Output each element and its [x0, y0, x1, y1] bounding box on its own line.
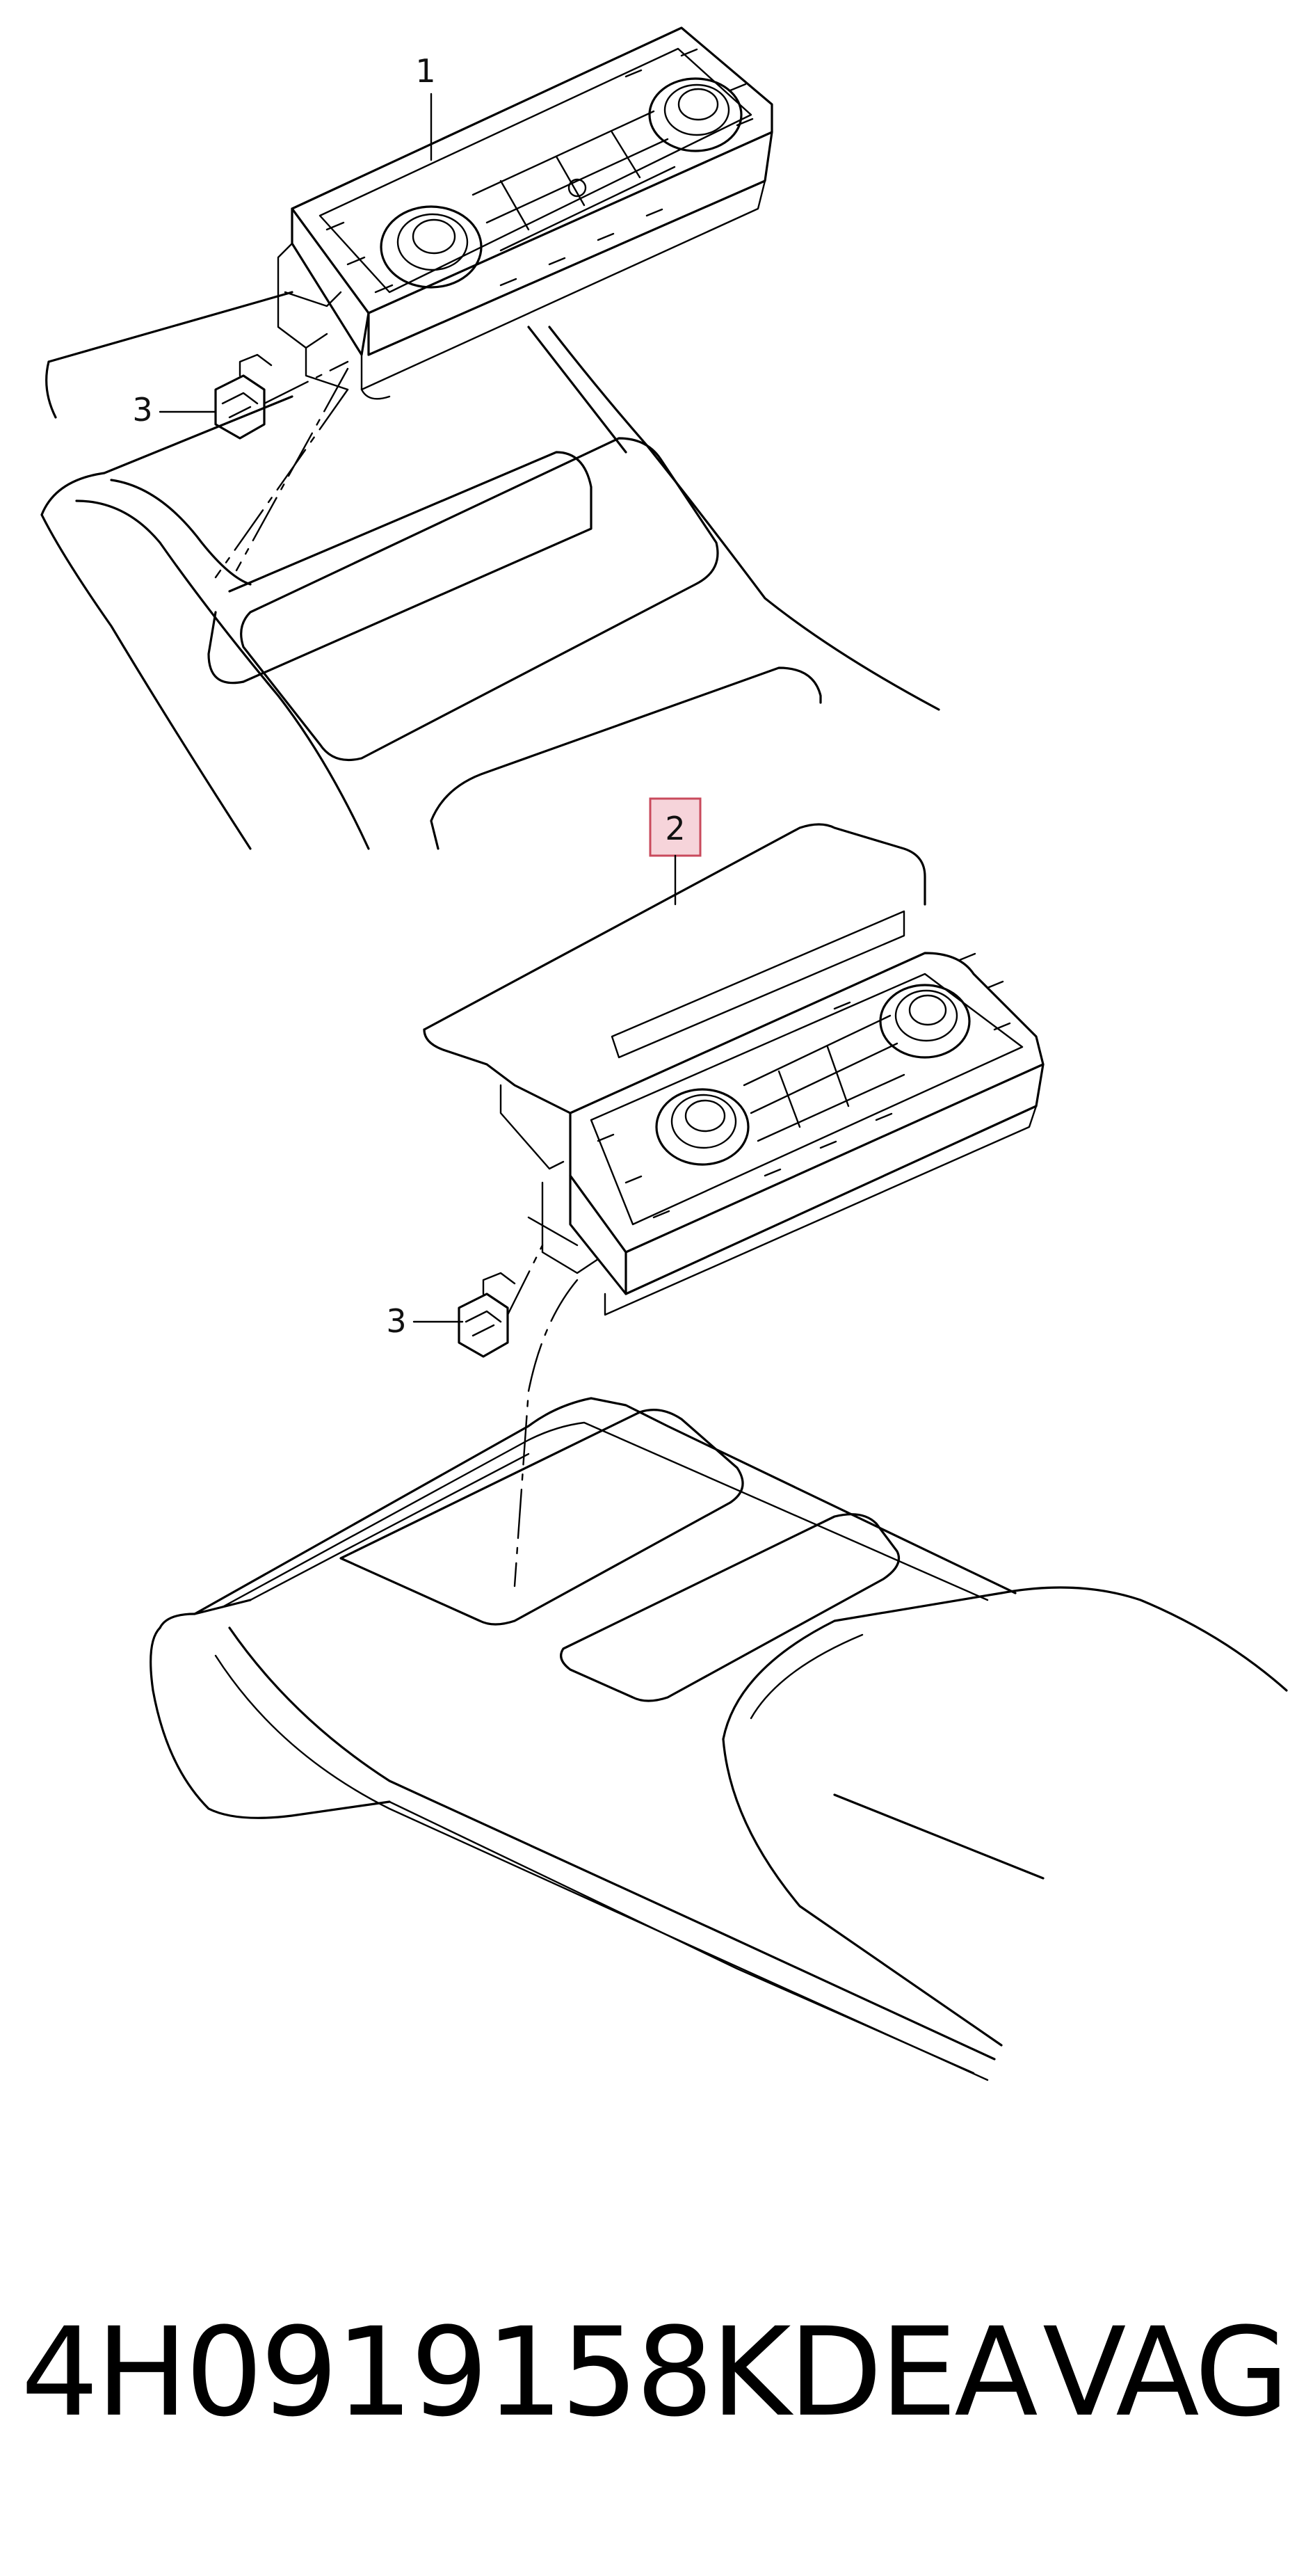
- front-climate-unit: [235, 26, 773, 572]
- callout-highlight-box: [649, 797, 702, 857]
- callout-label-3-rear: 3: [386, 1302, 406, 1340]
- callout-label-3-top: 3: [132, 391, 152, 429]
- clip-top-drawing: [214, 353, 349, 440]
- rear-console-drawing: [150, 1397, 1288, 2081]
- part-number: 4H0919158KDEA: [21, 2301, 1038, 2444]
- callout-1: 1: [415, 52, 436, 161]
- brand-name: VAG: [1042, 2301, 1289, 2444]
- callout-3-top: 3: [132, 391, 217, 429]
- clip-rear-drawing: [458, 1244, 544, 1358]
- callout-label-1: 1: [415, 52, 435, 90]
- callout-label-2: 2: [665, 810, 685, 847]
- rear-climate-unit: [423, 823, 1045, 1587]
- callout-3-rear: 3: [386, 1302, 464, 1340]
- front-console-drawing: [40, 291, 940, 850]
- callout-2: 2: [649, 797, 702, 906]
- part-label-footer: 4H0919158KDEA VAG: [21, 2296, 1289, 2449]
